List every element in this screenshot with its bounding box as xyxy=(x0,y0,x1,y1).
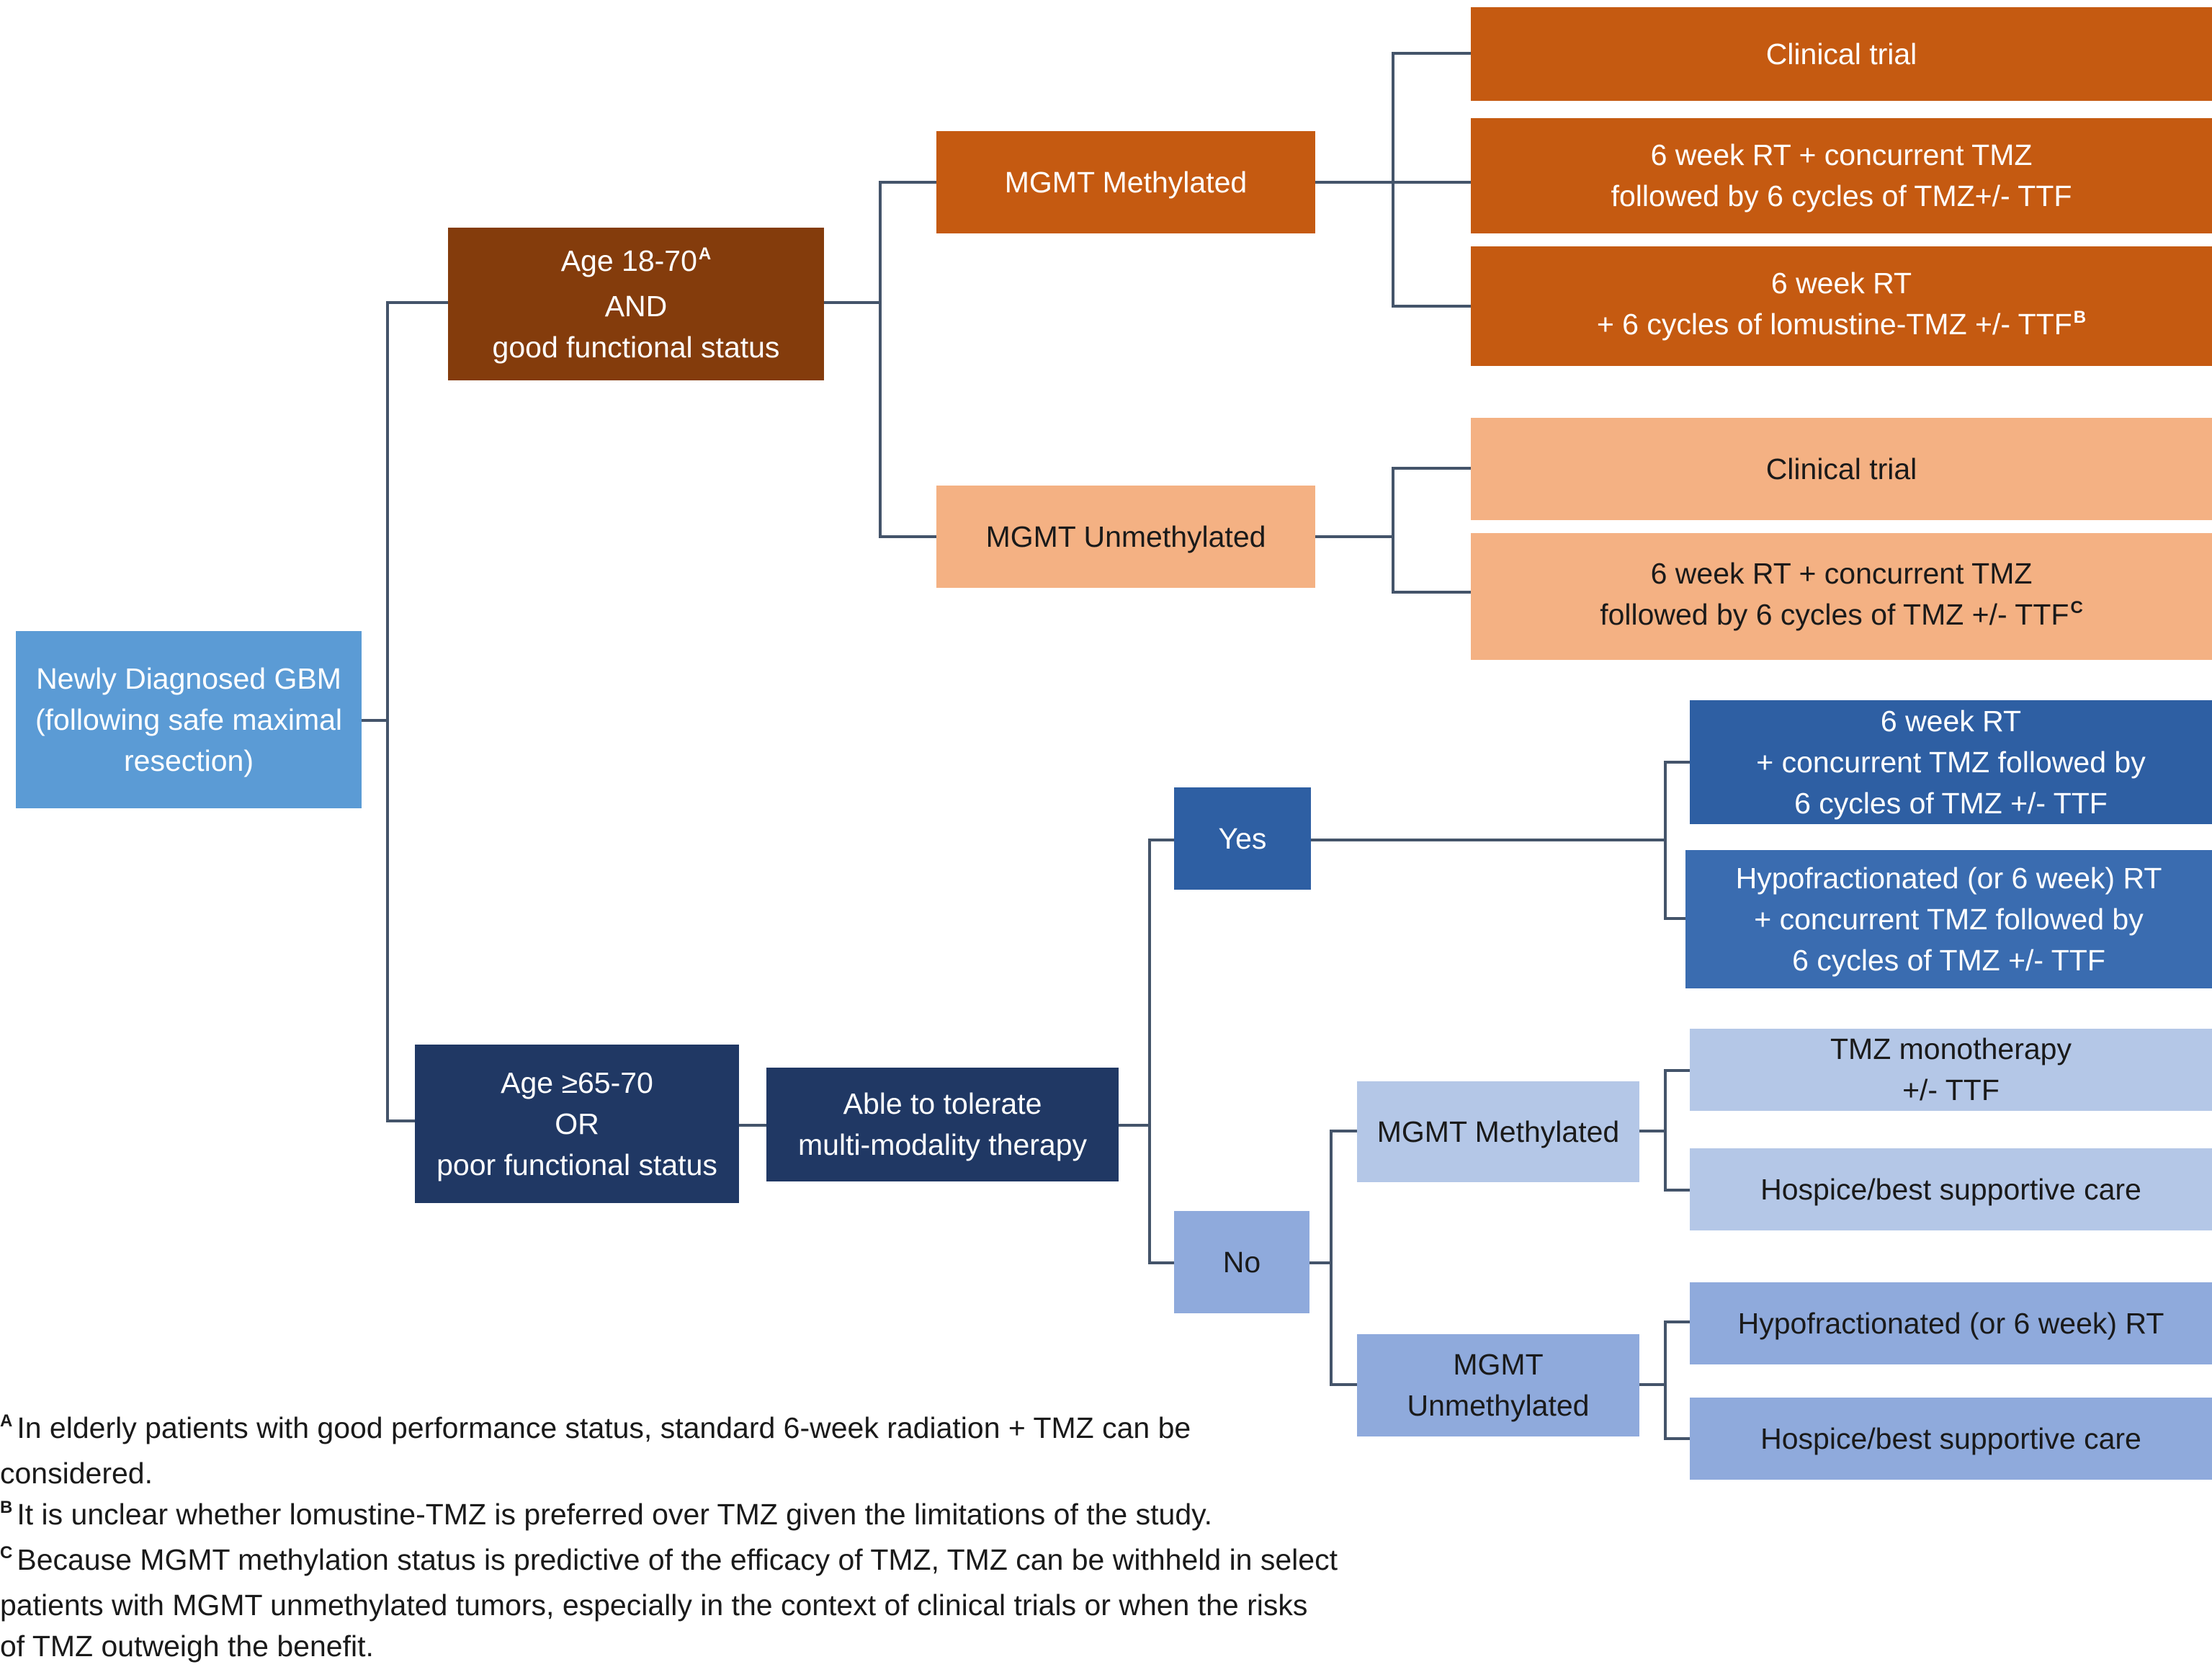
footnote-c-text: Because MGMT methylation status is predi… xyxy=(0,1543,1338,1663)
yes-hypofractionated-line-2: + concurrent TMZ followed by xyxy=(1754,902,2144,936)
footnote-b-mark: B xyxy=(0,1498,13,1517)
root-line-1: Newly Diagnosed GBM xyxy=(36,661,341,695)
yes-label: Yes xyxy=(1218,821,1267,855)
no-unmeth-hospice-box: Hospice/best supportive care xyxy=(1690,1398,2212,1480)
no-unmeth-hypofractionated-box: Hypofractionated (or 6 week) RT xyxy=(1690,1282,2212,1364)
root-line-3: resection) xyxy=(123,743,254,777)
no-meth-hospice-label: Hospice/best supportive care xyxy=(1760,1172,2141,1206)
young-meth-rt-tmz-line-1: 6 week RT + concurrent TMZ xyxy=(1650,138,2033,171)
yes-rt-tmz-line-1: 6 week RT xyxy=(1880,704,2022,738)
footnote-marker-b: B xyxy=(2073,308,2087,327)
root-line-2: (following safe maximal xyxy=(35,702,343,736)
no-meth-tmz-monotherapy-box: TMZ monotherapy +/- TTF xyxy=(1690,1029,2212,1111)
no-mgmt-methylated-label: MGMT Methylated xyxy=(1376,1114,1620,1148)
young-unmeth-clinical-trial-box: Clinical trial xyxy=(1471,418,2212,520)
young-mgmt-methylated-box: MGMT Methylated xyxy=(936,131,1315,233)
young-mgmt-methylated-label: MGMT Methylated xyxy=(1004,165,1248,199)
yes-rt-tmz-line-2: + concurrent TMZ followed by xyxy=(1756,745,2146,779)
yes-hypofractionated-box: Hypofractionated (or 6 week) RT + concur… xyxy=(1685,850,2212,988)
no-mgmt-methylated-box: MGMT Methylated xyxy=(1357,1081,1639,1182)
young-mgmt-unmethylated-label: MGMT Unmethylated xyxy=(985,519,1266,553)
connector-no xyxy=(1308,1130,1358,1386)
young-meth-lomustine-line-2: + 6 cycles of lomustine-TMZ +/- TTF xyxy=(1596,308,2072,341)
no-mgmt-unmethylated-line-2: Unmethylated xyxy=(1407,1389,1590,1422)
young-unmeth-rt-tmz-box: 6 week RT + concurrent TMZ followed by 6… xyxy=(1471,533,2212,660)
yes-hypofractionated-line-1: Hypofractionated (or 6 week) RT xyxy=(1735,861,2162,895)
connector-no-methylated xyxy=(1638,1069,1691,1192)
connector-no-unmethylated xyxy=(1638,1320,1691,1440)
young-mgmt-unmethylated-box: MGMT Unmethylated xyxy=(936,486,1315,588)
connector-yes xyxy=(1309,761,1691,920)
yes-hypofractionated-line-3: 6 cycles of TMZ +/- TTF xyxy=(1792,943,2105,977)
young-unmeth-rt-tmz-line-2: followed by 6 cycles of TMZ +/- TTF xyxy=(1600,598,2069,631)
no-meth-tmz-line-2: +/- TTF xyxy=(1902,1073,2000,1107)
no-meth-hospice-box: Hospice/best supportive care xyxy=(1690,1148,2212,1230)
young-meth-lomustine-line-1: 6 week RT xyxy=(1770,267,1912,300)
no-meth-tmz-line-1: TMZ monotherapy xyxy=(1830,1032,2072,1065)
age-young-box: Age 18-70A AND good functional status xyxy=(448,228,824,380)
connector-tolerate xyxy=(1117,839,1176,1264)
footnote-b-text: It is unclear whether lomustine-TMZ is p… xyxy=(17,1498,1212,1531)
age-young-line-1: Age 18-70 xyxy=(560,243,697,277)
footnote-c-mark: C xyxy=(0,1543,13,1563)
young-meth-clinical-trial-label: Clinical trial xyxy=(1765,37,1917,71)
footnote-a-mark: A xyxy=(0,1411,13,1431)
no-unmeth-hypofractionated-label: Hypofractionated (or 6 week) RT xyxy=(1737,1306,2164,1340)
age-young-line-2: AND xyxy=(604,289,668,323)
tolerate-line-2: multi-modality therapy xyxy=(797,1128,1088,1161)
yes-box: Yes xyxy=(1174,787,1311,890)
young-meth-rt-tmz-line-2: followed by 6 cycles of TMZ+/- TTF xyxy=(1611,179,2072,213)
footnote-a-text: In elderly patients with good performanc… xyxy=(0,1411,1191,1490)
yes-rt-tmz-line-3: 6 cycles of TMZ +/- TTF xyxy=(1794,786,2108,820)
connector-young-methylated xyxy=(1314,52,1472,308)
young-meth-lomustine-box: 6 week RT + 6 cycles of lomustine-TMZ +/… xyxy=(1471,246,2212,366)
tolerate-line-1: Able to tolerate xyxy=(843,1087,1042,1120)
young-unmeth-rt-tmz-line-1: 6 week RT + concurrent TMZ xyxy=(1650,557,2033,590)
connector-root xyxy=(360,301,449,1122)
no-unmeth-hospice-label: Hospice/best supportive care xyxy=(1760,1421,2141,1455)
age-old-line-2: OR xyxy=(555,1107,599,1140)
no-mgmt-unmethylated-box: MGMT Unmethylated xyxy=(1357,1334,1639,1436)
connector-young-unmethylated xyxy=(1314,467,1472,594)
young-meth-clinical-trial-box: Clinical trial xyxy=(1471,7,2212,101)
no-label: No xyxy=(1222,1245,1261,1279)
no-mgmt-unmethylated-line-1: MGMT xyxy=(1453,1348,1544,1381)
young-meth-rt-tmz-box: 6 week RT + concurrent TMZ followed by 6… xyxy=(1471,118,2212,233)
yes-rt-tmz-box: 6 week RT + concurrent TMZ followed by 6… xyxy=(1690,700,2212,824)
age-young-line-3: good functional status xyxy=(492,330,780,364)
age-old-line-3: poor functional status xyxy=(436,1148,717,1181)
connector-age-young xyxy=(823,181,938,538)
young-unmeth-clinical-trial-label: Clinical trial xyxy=(1765,452,1917,486)
age-old-box: Age ≥65-70 OR poor functional status xyxy=(415,1045,739,1203)
footnote-marker-a: A xyxy=(698,243,712,264)
root-newly-diagnosed-gbm: Newly Diagnosed GBM (following safe maxi… xyxy=(16,631,362,808)
footnote-marker-c: C xyxy=(2070,598,2083,617)
tolerate-box: Able to tolerate multi-modality therapy xyxy=(766,1068,1119,1181)
no-box: No xyxy=(1174,1211,1309,1313)
age-old-line-1: Age ≥65-70 xyxy=(501,1065,653,1099)
